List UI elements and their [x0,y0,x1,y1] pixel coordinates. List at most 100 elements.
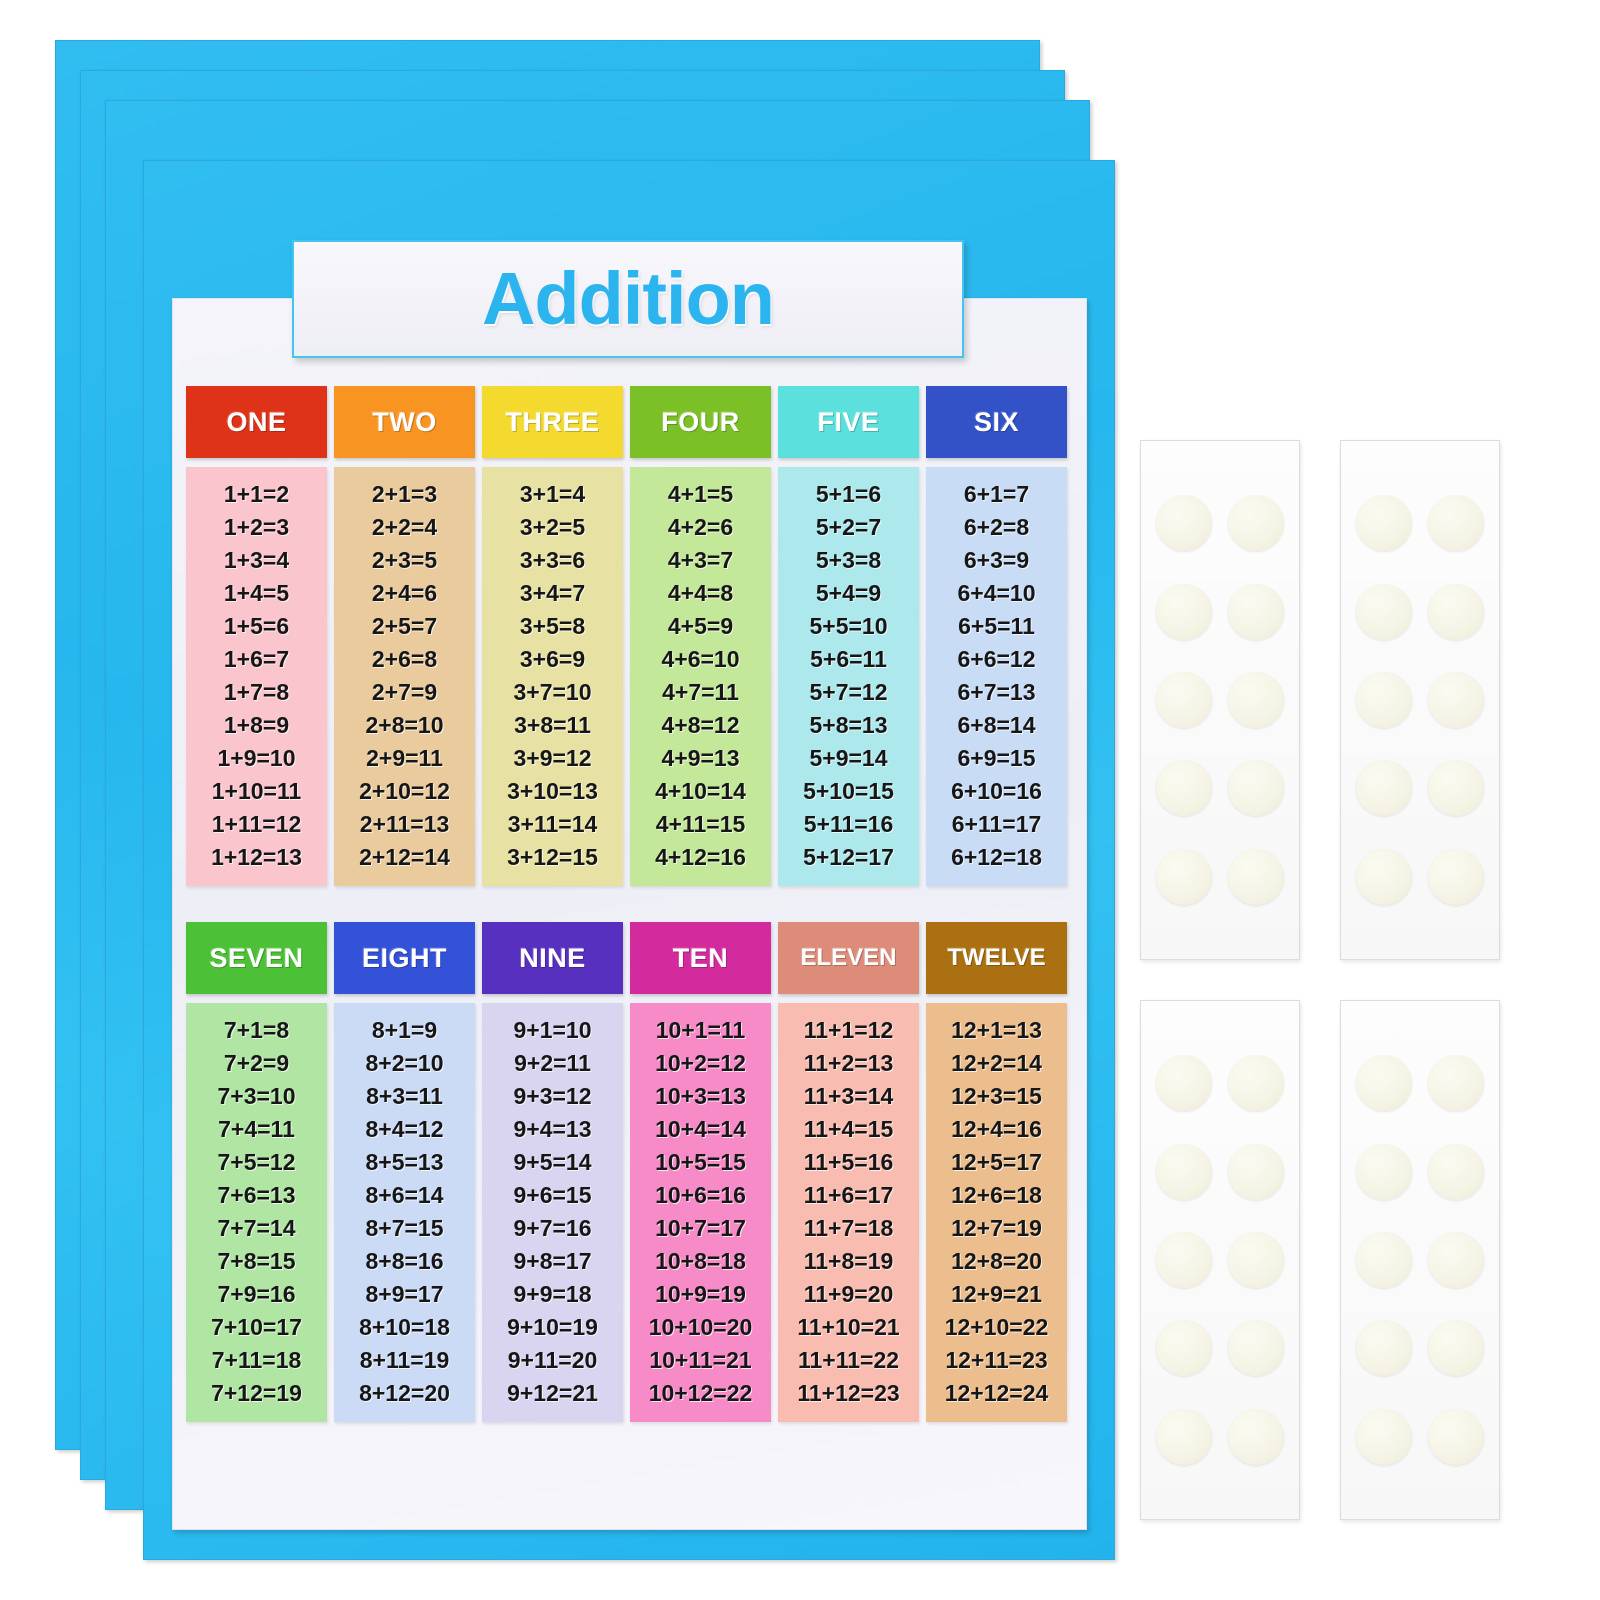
equation: 10+6=16 [655,1182,746,1208]
adhesive-dot-icon [1356,1320,1412,1377]
equation: 9+7=16 [513,1215,592,1241]
equation: 6+11=17 [951,811,1042,837]
equation: 5+1=6 [815,481,882,507]
equation: 8+10=18 [359,1314,450,1340]
equation: 2+5=7 [371,613,438,639]
equation: 4+10=14 [655,778,746,804]
adhesive-dot-icon [1156,1320,1212,1377]
equation: 11+6=17 [803,1182,894,1208]
equation: 12+2=14 [951,1050,1042,1076]
equation: 4+6=10 [661,646,740,672]
equation: 5+4=9 [815,580,882,606]
sticker-dot-row [1356,495,1484,552]
adhesive-dot-icon [1156,848,1212,905]
equation: 8+6=14 [365,1182,444,1208]
equation: 12+4=16 [951,1116,1042,1142]
equation: 7+8=15 [217,1248,296,1274]
equation: 9+12=21 [507,1380,598,1406]
sticker-sheet-group [1140,440,1500,1550]
equation: 9+2=11 [514,1050,591,1076]
equation: 1+1=2 [223,481,290,507]
equation: 9+4=13 [513,1116,592,1142]
adhesive-dot-icon [1356,760,1412,817]
adhesive-dot-icon [1356,1408,1412,1465]
equation: 6+7=13 [957,679,1036,705]
sticker-dot-row [1156,848,1284,905]
equation: 10+5=15 [655,1149,746,1175]
equation: 3+3=6 [519,547,586,573]
sticker-dot-row [1356,848,1484,905]
equation: 1+8=9 [223,712,290,738]
column-header-one: ONE [186,386,327,458]
adhesive-dot-icon [1228,671,1284,728]
equation: 7+2=9 [223,1050,290,1076]
equation: 4+2=6 [667,514,734,540]
adhesive-dot-icon [1228,848,1284,905]
sticker-dot-row [1356,1143,1484,1200]
equation: 3+8=11 [514,712,591,738]
equation: 1+4=5 [223,580,290,606]
column-header-seven: SEVEN [186,922,327,994]
equation: 3+11=14 [507,811,598,837]
equation: 7+9=16 [217,1281,296,1307]
equation: 1+6=7 [223,646,290,672]
equation: 8+1=9 [371,1017,438,1043]
equation: 6+8=14 [957,712,1036,738]
adhesive-dot-icon [1356,1143,1412,1200]
equation: 12+7=19 [951,1215,1042,1241]
equation: 5+9=14 [809,745,888,771]
column-header-twelve: TWELVE [926,922,1067,994]
column-header-three: THREE [482,386,623,458]
equation: 3+7=10 [513,679,592,705]
equation: 12+12=24 [944,1380,1049,1406]
equation: 12+3=15 [951,1083,1042,1109]
equation: 4+3=7 [667,547,734,573]
equation: 9+8=17 [513,1248,592,1274]
adhesive-dot-icon [1228,583,1284,640]
equation: 10+12=22 [648,1380,753,1406]
equation: 7+7=14 [217,1215,296,1241]
equation: 7+3=10 [217,1083,296,1109]
equation: 9+6=15 [513,1182,592,1208]
equation: 4+9=13 [661,745,740,771]
sticker-dot-row [1156,495,1284,552]
equation: 4+7=11 [662,679,739,705]
sticker-sheet [1140,440,1300,960]
equation: 2+7=9 [371,679,438,705]
equation: 2+11=13 [359,811,450,837]
adhesive-dot-icon [1428,495,1484,552]
equation: 8+3=11 [366,1083,443,1109]
equation: 1+2=3 [223,514,290,540]
adhesive-dot-icon [1428,760,1484,817]
adhesive-dot-icon [1428,583,1484,640]
equation: 3+10=13 [507,778,598,804]
equation: 7+6=13 [217,1182,296,1208]
equation: 5+10=15 [803,778,894,804]
equation: 6+12=18 [951,844,1042,870]
equation: 2+3=5 [371,547,438,573]
equation: 5+5=10 [809,613,888,639]
equation: 7+4=11 [218,1116,295,1142]
column-header-two: TWO [334,386,475,458]
equation: 2+4=6 [371,580,438,606]
equation: 9+5=14 [513,1149,592,1175]
adhesive-dot-icon [1156,583,1212,640]
adhesive-dot-icon [1228,495,1284,552]
sticker-dot-row [1356,760,1484,817]
equation: 3+6=9 [519,646,586,672]
equation: 2+2=4 [371,514,438,540]
adhesive-dot-icon [1156,495,1212,552]
equation: 10+9=19 [655,1281,746,1307]
equation: 8+7=15 [365,1215,444,1241]
equation: 8+4=12 [365,1116,444,1142]
